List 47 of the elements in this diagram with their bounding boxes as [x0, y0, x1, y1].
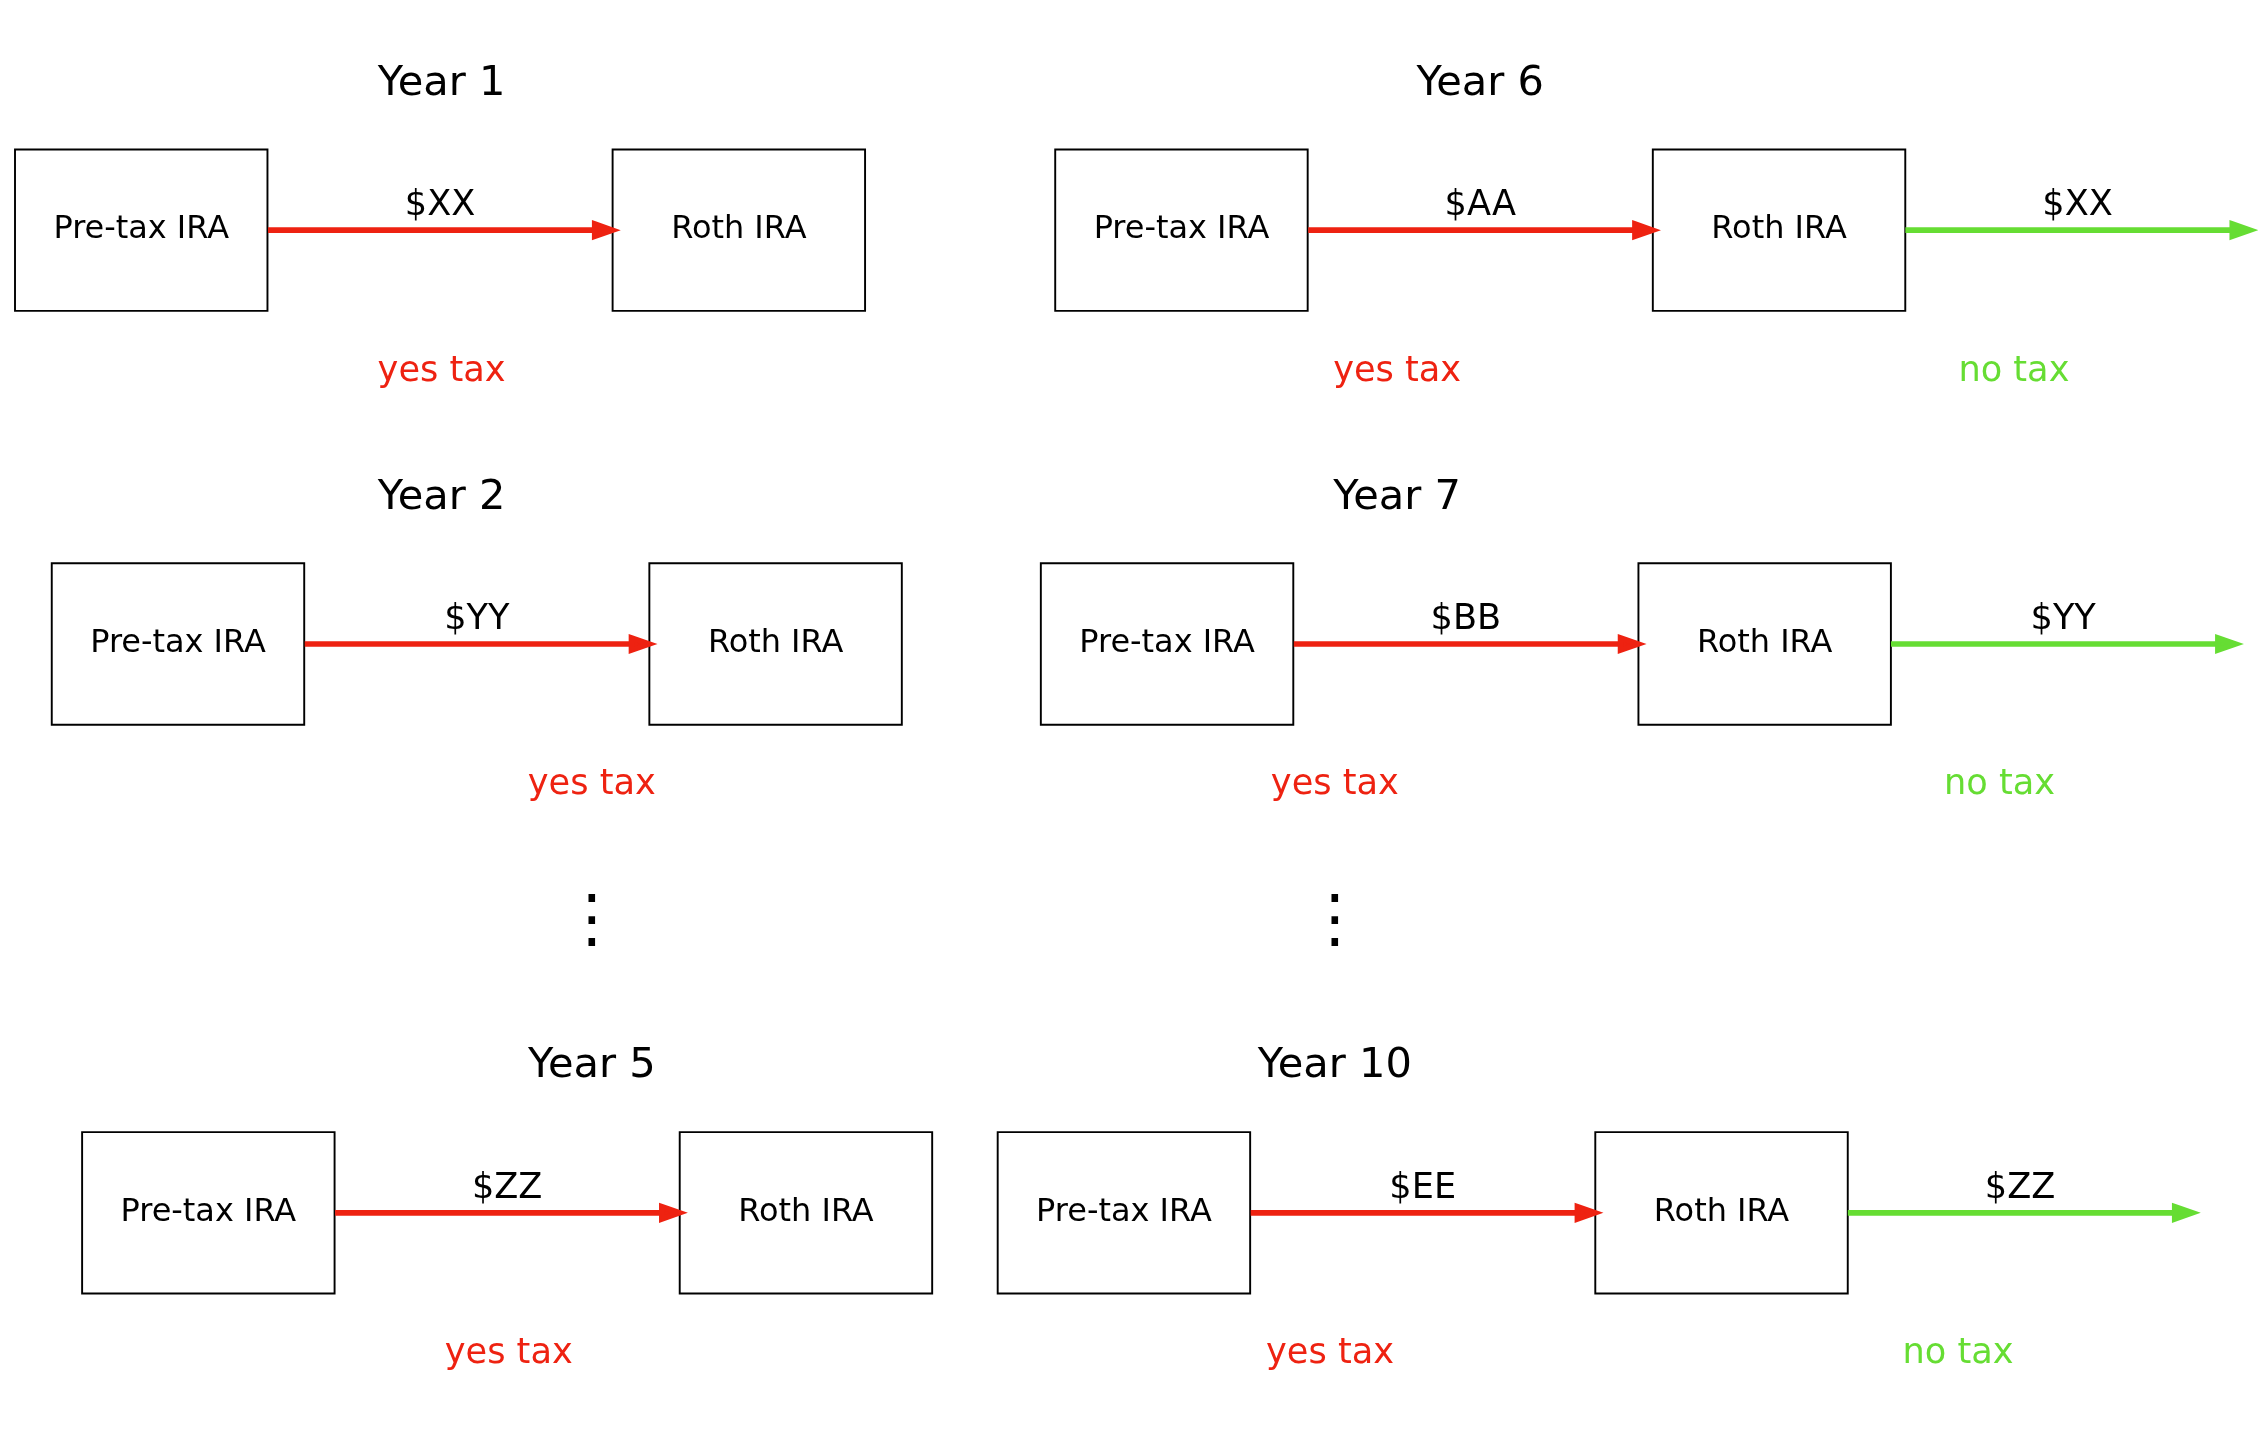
- node-box: Pre-tax IRA: [996, 1130, 1252, 1294]
- label: yes tax: [1266, 1329, 1395, 1371]
- node-box: Roth IRA: [678, 1130, 934, 1294]
- arrow: [268, 219, 621, 240]
- label: ⋮: [1302, 880, 1367, 955]
- node-box: Pre-tax IRA: [1054, 148, 1309, 312]
- label: Year 1: [377, 55, 506, 105]
- label: yes tax: [527, 760, 656, 802]
- label: Year 2: [377, 469, 506, 519]
- node-box: Roth IRA: [611, 148, 867, 312]
- label: Year 6: [1416, 55, 1545, 105]
- arrow: [1891, 633, 2244, 654]
- label: yes tax: [1333, 347, 1462, 389]
- edge-label: $ZZ: [471, 1164, 543, 1206]
- node-box: Pre-tax IRA: [81, 1130, 336, 1294]
- arrow: [1250, 1202, 1604, 1223]
- node-box: Roth IRA: [1637, 561, 1892, 726]
- label: yes tax: [444, 1329, 573, 1371]
- arrow: [1847, 1202, 2201, 1223]
- label: yes tax: [1270, 760, 1399, 802]
- label: Year 7: [1333, 469, 1461, 519]
- arrow: [1905, 219, 2258, 240]
- label: Year 5: [528, 1038, 656, 1087]
- edge-label: $ZZ: [1984, 1164, 2056, 1206]
- node-box: Roth IRA: [648, 561, 903, 726]
- node-box: Roth IRA: [1594, 1130, 1849, 1294]
- arrow: [335, 1202, 688, 1223]
- edge-label: $AA: [1444, 181, 1516, 223]
- node-box: Pre-tax IRA: [14, 148, 269, 312]
- edge-label: $YY: [2030, 595, 2096, 637]
- edge-label: $XX: [404, 181, 476, 223]
- node-box: Pre-tax IRA: [50, 561, 306, 726]
- label: ⋮: [559, 880, 624, 955]
- edge-label: $BB: [1430, 595, 1502, 637]
- edge-label: $XX: [2042, 181, 2113, 223]
- label: Year 10: [1257, 1038, 1412, 1087]
- arrow: [304, 633, 658, 654]
- node-box: Pre-tax IRA: [1039, 561, 1295, 726]
- label: yes tax: [377, 347, 506, 389]
- edge-label: $YY: [444, 595, 510, 637]
- edge-label: $EE: [1389, 1164, 1457, 1206]
- arrow: [1293, 633, 1647, 654]
- label: no tax: [1958, 347, 2070, 389]
- label: no tax: [1944, 760, 2056, 802]
- arrow: [1308, 219, 1661, 240]
- node-box: Roth IRA: [1651, 148, 1907, 312]
- label: no tax: [1902, 1329, 2014, 1371]
